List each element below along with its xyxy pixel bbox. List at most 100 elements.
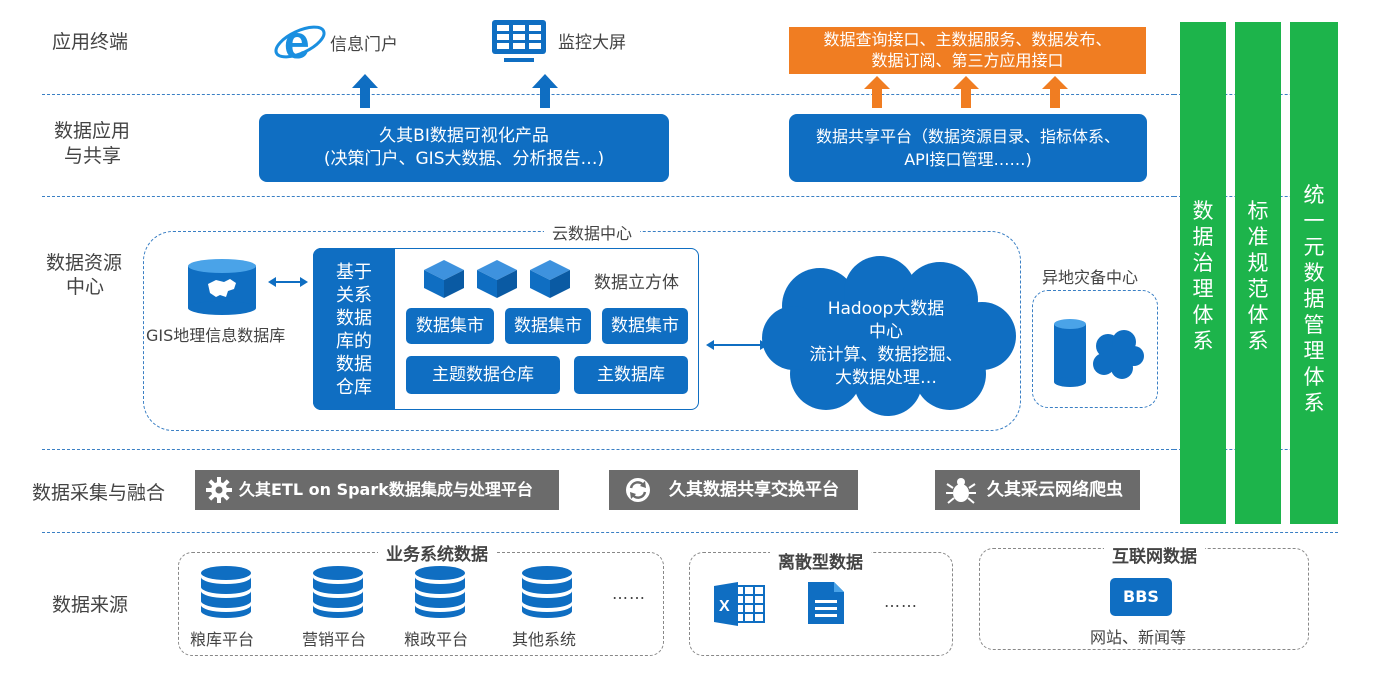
cube-icon [530,260,570,298]
governance-char: 系 [1303,391,1325,415]
business-data-title: 业务系统数据 [378,540,496,565]
governance-char: 系 [1247,329,1269,353]
internet-caption: 网站、新闻等 [1090,628,1187,647]
hadoop-line4: 大数据处理… [835,368,937,388]
exchange-icon [626,478,650,502]
data-mart-box: 数据集市 [602,308,688,344]
governance-char: 系 [1192,329,1214,353]
standard-spec-column: 标 准 规 范 体 系 [1235,22,1281,524]
database-icon [313,566,363,618]
governance-char: 理 [1192,277,1214,301]
relational-warehouse-box: 基于 关系 数据 库的 数据 仓库 [313,248,395,410]
monitor-grid-icon [490,18,548,64]
warehouse-line: 关系 [336,285,372,306]
metadata-management-column: 统 一 元 数 据 管 理 体 系 [1290,22,1338,524]
arrow-up-icon [864,76,890,108]
more-ellipsis: …… [612,584,646,603]
hadoop-line2: 中心 [869,322,903,342]
governance-char: 准 [1247,225,1269,249]
cloud-icon [762,256,1016,416]
interfaces-line1: 数据查询接口、主数据服务、数据发布、 [823,30,1112,49]
layer-label-app-share-2: 与共享 [64,145,122,167]
excel-icon: X [714,582,765,626]
data-governance-column: 数 据 治 理 体 系 [1180,22,1226,524]
cylinder-icon [1054,319,1086,387]
governance-char: 统 [1303,183,1325,207]
exchange-label: 久其数据共享交换平台 [669,480,839,500]
source-item-label: 营销平台 [302,630,367,649]
database-icon [186,258,258,316]
portal-label: 信息门户 [330,35,398,55]
separator-line [42,196,1174,197]
bi-product-box: 久其BI数据可视化产品 (决策门户、GIS大数据、分析报告…) [259,114,669,182]
gis-db-label: GIS地理信息数据库 [146,326,286,345]
scattered-data-title: 离散型数据 [770,548,871,573]
governance-char: 数 [1192,199,1214,223]
layer-label-collect: 数据采集与融合 [32,482,166,504]
data-mart-box: 数据集市 [505,308,591,344]
warehouse-line: 数据 [336,308,372,329]
crawler-bar: 久其采云网络爬虫 [935,470,1140,510]
master-db-box: 主数据库 [574,356,688,394]
bug-icon [946,478,976,504]
ie-browser-icon: e [272,14,328,68]
bi-line1: 久其BI数据可视化产品 [379,126,549,146]
cloud-data-center-title: 云数据中心 [544,220,641,244]
bi-line2: (决策门户、GIS大数据、分析报告…) [323,149,605,169]
hadoop-line3: 流计算、数据挖掘、 [809,345,963,365]
cube-label: 数据立方体 [594,273,679,293]
gear-icon [206,477,232,503]
china-map-icon [208,279,236,297]
arrow-up-icon [352,74,378,108]
data-share-platform-box: 数据共享平台（数据资源目录、指标体系、 API接口管理……) [789,114,1147,182]
separator-line [42,94,1174,95]
arrow-up-icon [532,74,558,108]
exchange-platform-bar: 久其数据共享交换平台 [609,470,858,510]
cloud-icon [1093,330,1144,379]
governance-char: 一 [1303,209,1325,233]
svg-text:e: e [284,16,310,68]
warehouse-line: 数据 [336,354,372,375]
governance-char: 数 [1303,261,1325,285]
etl-platform-bar: 久其ETL on Spark数据集成与处理平台 [195,470,559,510]
arrow-up-icon [953,76,979,108]
database-icon [201,566,251,618]
database-icon [522,566,572,618]
cube-icon [424,260,464,298]
governance-char: 体 [1192,303,1214,327]
arrow-up-icon [1042,76,1068,108]
governance-char: 规 [1247,251,1269,275]
separator-line [42,449,1174,450]
governance-char: 管 [1303,313,1325,337]
governance-char: 体 [1247,303,1269,327]
separator-line [42,532,1338,533]
governance-char: 理 [1303,339,1325,363]
internet-data-title: 互联网数据 [1104,542,1205,567]
share-line1: 数据共享平台（数据资源目录、指标体系、 [815,127,1120,146]
layer-label-terminal: 应用终端 [52,31,129,53]
source-item-label: 粮政平台 [404,630,469,649]
monitor-label: 监控大屏 [558,33,626,53]
hadoop-line1: Hadoop大数据 [827,299,945,319]
governance-char: 元 [1303,235,1325,259]
cube-icon [477,260,517,298]
interfaces-box: 数据查询接口、主数据服务、数据发布、 数据订阅、第三方应用接口 [789,27,1146,74]
governance-char: 据 [1192,225,1214,249]
topic-warehouse-box: 主题数据仓库 [406,356,560,394]
svg-text:X: X [719,598,730,615]
warehouse-line: 库的 [336,331,372,352]
database-icon [415,566,465,618]
governance-char: 据 [1303,287,1325,311]
warehouse-line: 基于 [336,262,372,283]
governance-char: 体 [1303,365,1325,389]
dr-center-label: 异地灾备中心 [1042,268,1139,287]
dr-center-group [1032,290,1158,408]
hadoop-center-text: Hadoop大数据 中心 流计算、数据挖掘、 大数据处理… [780,298,992,390]
layer-label-resource-1: 数据资源 [46,252,123,274]
double-arrow-icon [268,277,308,287]
warehouse-line: 仓库 [336,377,372,398]
crawler-label: 久其采云网络爬虫 [987,480,1123,500]
governance-char: 治 [1192,251,1214,275]
etl-label: 久其ETL on Spark数据集成与处理平台 [239,480,533,499]
bbs-badge: BBS [1110,578,1172,616]
